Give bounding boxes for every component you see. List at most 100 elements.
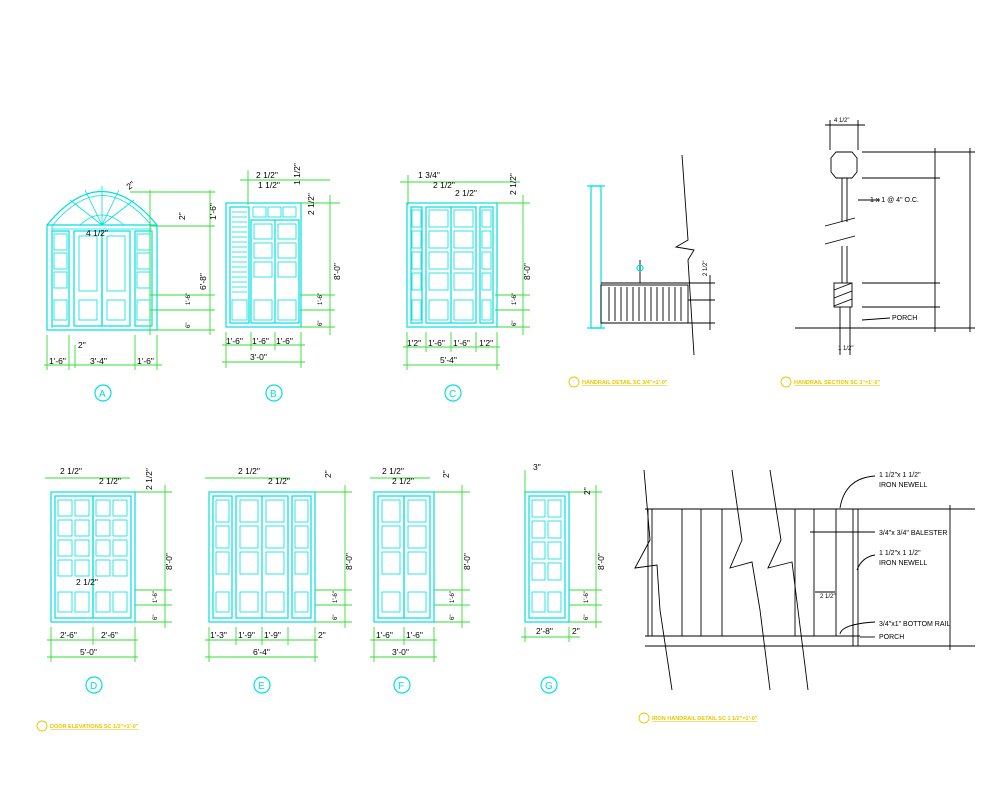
dim-g-a: 3" — [533, 462, 541, 472]
dim-b-b: 1 1/2" — [258, 180, 280, 190]
tag-c: C — [449, 389, 456, 400]
dim-section-bottom: 1 1/2" — [838, 346, 853, 352]
note-iron-4: 1 1/2"x 1 1/2" — [879, 550, 921, 557]
note-iron-6: 3/4"x1" BOTTOM RAIL — [879, 621, 950, 628]
dim-d-d: 2 1/2" — [76, 577, 98, 587]
dim-c-w3: 1'-6" — [453, 338, 470, 348]
dim-a-arch: 1'-6" — [208, 203, 218, 220]
dim-f-total: 3'-0" — [392, 647, 409, 657]
dim-a-a: 4 1/2" — [86, 228, 108, 238]
dim-c-ht: 8'-0" — [522, 263, 532, 280]
handrail-section: 4 1/2" 1 x 1 @ 4" O.C. PORCH 1 1/2" HAND… — [780, 118, 975, 388]
dim-c-c: 2 1/2" — [455, 188, 477, 198]
dim-section-top: 4 1/2" — [834, 118, 849, 124]
dim-e-e: 6" — [333, 615, 339, 620]
dim-a-w1: 1'-6" — [49, 356, 66, 366]
elevation-g: 2'-8" 2" 3" 2" 8'-0" 1'-6" 6" G — [521, 462, 606, 694]
dim-g-w2: 2" — [572, 626, 580, 636]
tag-e: E — [258, 681, 265, 692]
dim-d-e: 1'-6" — [153, 591, 159, 603]
dim-a-d: 1'-6" — [186, 293, 192, 305]
dim-a-e: 6" — [186, 323, 192, 328]
dim-a-f: 2" — [177, 212, 187, 220]
note-iron-3: 3/4"x 3/4" BALESTER — [879, 530, 947, 537]
dim-a-b: 2" — [78, 340, 86, 350]
dim-c-w2: 1'-6" — [428, 338, 445, 348]
dim-e-w1: 1'-3" — [210, 630, 227, 640]
elevation-e: 1'-3" 1'-9" 1'-9" 2" 6'-4" 2 1/2" 2 1/2"… — [205, 466, 354, 694]
dim-b-a: 2 1/2" — [256, 170, 278, 180]
tag-f: F — [398, 681, 404, 692]
dim-f-w2: 1'-6" — [406, 630, 423, 640]
title-iron-handrail: IRON HANDRAIL DETAIL SC 1 1/2"=1'-0" — [652, 716, 758, 722]
dim-f-b: 2 1/2" — [392, 476, 414, 486]
dim-e-w3: 1'-9" — [264, 630, 281, 640]
dim-d-c: 2 1/2" — [144, 468, 154, 490]
dim-f-c: 2" — [441, 470, 451, 478]
dim-b-d: 2 1/2" — [306, 193, 316, 215]
dim-a-c: 2" — [124, 179, 136, 192]
dim-f-w1: 1'-6" — [376, 630, 393, 640]
dim-d-b: 2 1/2" — [99, 476, 121, 486]
dim-g-c: 1'-6" — [584, 591, 590, 603]
elevation-d: 2'-6" 2'-6" 5'-0" 2 1/2" 2 1/2" 2 1/2" 2… — [45, 466, 174, 694]
dim-handrail-ht: 2 1/2" — [703, 261, 709, 276]
dim-d-w2: 2'-6" — [101, 630, 118, 640]
title-door-elevations: DOOR ELEVATIONS SC 1/2"=1'-0" — [50, 724, 139, 730]
dim-iron-note: 2 1/2" — [820, 594, 835, 600]
dim-g-w1: 2'-8" — [536, 626, 553, 636]
dim-f-d: 1'-6" — [450, 591, 456, 603]
dim-f-a: 2 1/2" — [382, 466, 404, 476]
elevation-c: 1'2" 1'-6" 1'-6" 1'2" 5'-4" 1 3/4" 2 1/2… — [400, 170, 532, 402]
dim-e-b: 2 1/2" — [268, 476, 290, 486]
dim-c-w4: 1'2" — [479, 338, 493, 348]
iron-handrail-detail: 2 1/2" 1 1/2"x 1 1/2" IRON NEWELL 3/4"x … — [634, 469, 975, 724]
dim-d-a: 2 1/2" — [60, 466, 82, 476]
dim-g-ht: 8'-0" — [596, 553, 606, 570]
dim-c-d: 2 1/2" — [508, 173, 518, 195]
dim-a-ht: 6'-8" — [198, 273, 208, 290]
dim-d-w1: 2'-6" — [60, 630, 77, 640]
dim-c-w1: 1'2" — [407, 338, 421, 348]
note-iron-7: PORCH — [879, 634, 904, 641]
elevation-a: 1'-6" 3'-4" 1'-6" 2" 4 1/2" 2" 2" 1'-6" … — [44, 179, 218, 402]
dim-c-total: 5'-4" — [440, 355, 457, 365]
dim-f-ht: 8'-0" — [462, 553, 472, 570]
note-spacing: 1 x 1 @ 4" O.C. — [870, 197, 919, 204]
dim-e-a: 2 1/2" — [238, 466, 260, 476]
note-porch-section: PORCH — [892, 315, 917, 322]
dim-c-e: 1'-6" — [512, 293, 518, 305]
dim-d-f: 6" — [153, 615, 159, 620]
dim-b-w2: 1'-6" — [252, 336, 269, 346]
dim-d-ht: 8'-0" — [164, 553, 174, 570]
tag-a: A — [99, 389, 106, 400]
dim-e-ht: 8'-0" — [344, 553, 354, 570]
dim-g-b: 2" — [582, 487, 592, 495]
dim-c-a: 1 3/4" — [418, 170, 440, 180]
door-elevations-title: DOOR ELEVATIONS SC 1/2"=1'-0" — [36, 720, 139, 732]
dim-b-c: 1 1/2" — [292, 163, 302, 185]
dim-g-d: 6" — [584, 615, 590, 620]
dim-e-w2: 1'-9" — [238, 630, 255, 640]
dim-b-total: 3'-0" — [250, 352, 267, 362]
dim-e-c: 2" — [323, 470, 333, 478]
dim-b-w1: 1'-6" — [226, 336, 243, 346]
dim-e-d: 1'-6" — [333, 591, 339, 603]
elevation-f: 1'-6" 1'-6" 3'-0" 2 1/2" 2 1/2" 2" 8'-0"… — [370, 466, 472, 694]
dim-d-total: 5'-0" — [80, 647, 97, 657]
title-handrail-section: HANDRAIL SECTION SC 3"=1'-0" — [794, 380, 880, 386]
elevation-b: 1'-6" 1'-6" 1'-6" 3'-0" 2 1/2" 1 1/2" 1 … — [222, 163, 342, 402]
tag-b: B — [270, 389, 277, 400]
title-handrail-detail: HANDRAIL DETAIL SC 3/4"=1'-0" — [582, 380, 668, 386]
dim-b-e: 1'-6" — [318, 293, 324, 305]
dim-e-total: 6'-4" — [253, 647, 270, 657]
dim-b-f: 6" — [318, 321, 324, 326]
dim-b-w3: 1'-6" — [276, 336, 293, 346]
note-iron-5: IRON NEWELL — [879, 560, 927, 567]
note-iron-2: IRON NEWELL — [879, 482, 927, 489]
dim-c-f: 6" — [512, 321, 518, 326]
dim-b-ht: 8'-0" — [332, 263, 342, 280]
handrail-detail: 2 1/2" HANDRAIL DETAIL SC 3/4"=1'-0" — [568, 154, 715, 388]
